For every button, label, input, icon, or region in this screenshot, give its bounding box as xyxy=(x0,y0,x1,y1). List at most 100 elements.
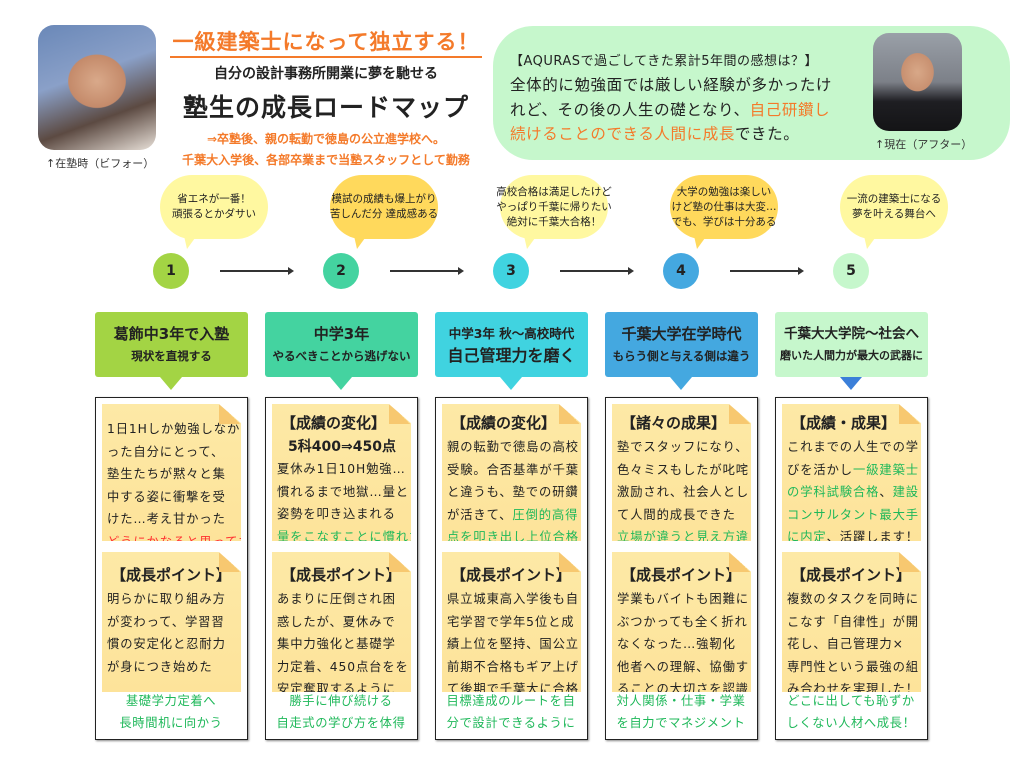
text-line: 他者への理解、協働す xyxy=(617,656,748,679)
text-line: に内定、活躍します！ xyxy=(787,526,918,544)
bubble-line: でも、学びは十分ある xyxy=(671,215,777,228)
step-card: 【成績の変化】親の転勤で徳島の高校受験。合否基準が千葉と違うも、塾での研鑽が活き… xyxy=(435,397,588,740)
after-photo xyxy=(873,33,962,131)
bubble-tail xyxy=(182,227,203,249)
step-label-title: 中学3年 xyxy=(313,324,370,343)
step-label: 千葉大学在学時代もらう側と与える側は違う xyxy=(605,312,758,377)
card-footer: 勝手に伸び続ける自走式の学び方を体得 xyxy=(266,690,416,734)
footer-line: 目標達成のルートを自 xyxy=(446,694,576,708)
note-subheading: 5科400⇒450点 xyxy=(288,439,396,455)
note-fold xyxy=(219,404,241,424)
pointer-down-icon xyxy=(670,377,692,390)
sticky-note-growth: 【成長ポイント】学業もバイトも困難にぶつかっても全く折れなくなった…強靭化他者へ… xyxy=(612,552,751,692)
text-line: 立場が違うと見え方違う xyxy=(617,526,751,541)
sticky-note-growth: 【成長ポイント】県立城東高入学後も自宅学習で学年5位と成績上位を堅持、国公立前期… xyxy=(442,552,581,692)
text-line: った自分にとって、 xyxy=(107,441,237,464)
footer-line: を自力でマネジメント xyxy=(616,716,746,730)
bubble-line: やっぱり千葉に帰りたい xyxy=(496,200,612,213)
text-segment: に内定 xyxy=(787,530,827,544)
text-segment: った自分にとって、 xyxy=(107,444,225,459)
note-heading: 【成長ポイント】 xyxy=(111,566,232,584)
bubble-tail xyxy=(522,227,543,249)
text-segment: 塾でスタッフになり、 xyxy=(617,440,749,454)
text-segment: 立場が違うと見え方違う xyxy=(617,530,763,544)
sticky-note-growth: 【成長ポイント】明らかに取り組み方が変わって、学習習慣の安定化と忍耐力が身につき… xyxy=(102,552,241,692)
step-label-title: 千葉大大学院～社会へ xyxy=(784,325,919,342)
arrow-right-icon xyxy=(390,267,464,275)
text-segment: 色々ミスもしたが叱咤 xyxy=(617,462,749,477)
text-line: けた…考え甘かった xyxy=(107,508,237,531)
bubble-line: けど塾の仕事は大変… xyxy=(671,200,777,213)
text-segment: あまりに圧倒され困 xyxy=(277,592,396,606)
note-heading: 【成績・成果】 xyxy=(791,414,897,432)
pointer-down-icon xyxy=(330,377,352,390)
sticky-note-results: 【諸々の成果】塾でスタッフになり、色々ミスもしたが叱咤激励され、社会人として人間… xyxy=(612,404,751,541)
bubble-line: 省エネが一番！ xyxy=(177,193,251,205)
text-line: 夏休み1日10H勉強… xyxy=(277,458,407,481)
step-number: 1 xyxy=(153,253,189,289)
text-line: 中する姿に衝撃を受 xyxy=(107,486,237,509)
card-footer: どこに出しても恥ずかしくない人材へ成長！ xyxy=(776,690,926,734)
step-label-title: 葛飾中3年で入塾 xyxy=(113,324,230,343)
step-card: 【諸々の成果】塾でスタッフになり、色々ミスもしたが叱咤激励され、社会人として人間… xyxy=(605,397,758,740)
text-line: が活きて、圧倒的高得 xyxy=(447,504,577,527)
note-fold xyxy=(729,552,751,572)
text-segment: 受験。合否基準が千葉 xyxy=(447,462,579,477)
text-line: コンサルタント最大手 xyxy=(787,504,918,527)
text-segment: 夏休み1日10H勉強… xyxy=(277,462,406,476)
text-segment: けた…考え甘かった xyxy=(107,512,226,526)
header-note: ⇒卒塾後、親の転勤で徳島の公立進学校へ。 xyxy=(206,132,446,146)
step-number: 4 xyxy=(663,253,699,289)
text-segment: 慣の安定化と忍耐力 xyxy=(107,637,226,651)
text-segment: 点を叩き出し上位合格 xyxy=(447,530,579,544)
text-line: 慣の安定化と忍耐力 xyxy=(107,633,237,656)
note-fold xyxy=(219,552,241,572)
note-fold xyxy=(899,404,921,424)
text-segment: 慣れるまで地獄…量と xyxy=(277,484,409,499)
text-segment: なくなった…強靭化 xyxy=(617,637,736,651)
text-line: と違うも、塾での研鑽 xyxy=(447,481,579,504)
text-segment: 専門性という最強の組 xyxy=(787,659,919,674)
before-caption: ↑在塾時（ビフォー） xyxy=(46,157,155,170)
text-segment: 、 xyxy=(879,485,893,499)
text-segment: 前期不合格もギア上げ xyxy=(447,659,579,674)
text-segment: 複数のタスクを同時に xyxy=(787,592,919,606)
text-line: 慣れるまで地獄…量と xyxy=(277,481,409,504)
bubble-line: 模試の成績も爆上がり xyxy=(331,193,437,205)
bubble-line: 高校合格は満足したけど xyxy=(496,185,612,198)
text-line: こなす「自律性」が開 xyxy=(787,611,918,634)
text-segment: 全体的に勉強面では厳しい経験が多かったけ xyxy=(510,76,833,94)
header-note: 千葉大入学後、各部卒業まで当塾スタッフとして勤務 xyxy=(182,153,470,167)
text-segment: と違うも、塾での研鑽 xyxy=(447,485,579,499)
text-line: 姿勢を叩き込まれる xyxy=(277,503,407,526)
text-line: が身につき始めた xyxy=(107,656,237,679)
text-segment: びを活かし xyxy=(787,462,853,477)
text-line: 量をこなすことに慣れた xyxy=(277,526,411,542)
card-footer: 基礎学力定着へ長時間机に向かう xyxy=(96,690,246,734)
footer-line: どこに出しても恥ずか xyxy=(787,694,915,708)
text-segment: の学科試験合格 xyxy=(787,485,880,499)
note-fold xyxy=(899,552,921,572)
note-fold xyxy=(389,404,411,424)
testimonial-line: 続けることのできる人間に成長できた。 xyxy=(510,122,799,144)
text-line: 激励され、社会人とし xyxy=(617,481,750,504)
text-segment: 宅学習で学年5位と成 xyxy=(447,614,575,629)
text-segment: ぶつかっても全く折れ xyxy=(617,614,748,629)
text-segment: 圧倒的高得 xyxy=(512,507,579,522)
text-segment: て人間的成長できた xyxy=(617,507,736,522)
step-label-title: 中学3年 秋～高校時代 xyxy=(448,325,575,341)
step-number: 5 xyxy=(833,253,869,289)
sticky-note-results: 【成績・成果】これまでの人生での学びを活かし一級建築士の学科試験合格、建設コンサ… xyxy=(782,404,921,541)
step-number: 2 xyxy=(323,253,359,289)
text-segment: れど、その後の人生の礎となり、 xyxy=(510,101,750,119)
text-segment: 激励され、社会人とし xyxy=(617,485,750,499)
text-line: 親の転勤で徳島の高校 xyxy=(447,436,578,459)
step-label-subtitle: 現状を直視する xyxy=(131,348,212,363)
text-line: み合わせを実現した！ xyxy=(787,678,918,692)
note-heading: 【成長ポイント】 xyxy=(281,566,402,584)
text-segment: 県立城東高入学後も自 xyxy=(447,592,579,606)
text-segment: 力定着、450点台をを xyxy=(277,659,409,674)
text-line: が変わって、学習習 xyxy=(107,611,237,634)
text-line: て後期で千葉大に合格 xyxy=(447,678,578,692)
card-footer: 対人関係・仕事・学業を自力でマネジメント xyxy=(606,690,756,734)
